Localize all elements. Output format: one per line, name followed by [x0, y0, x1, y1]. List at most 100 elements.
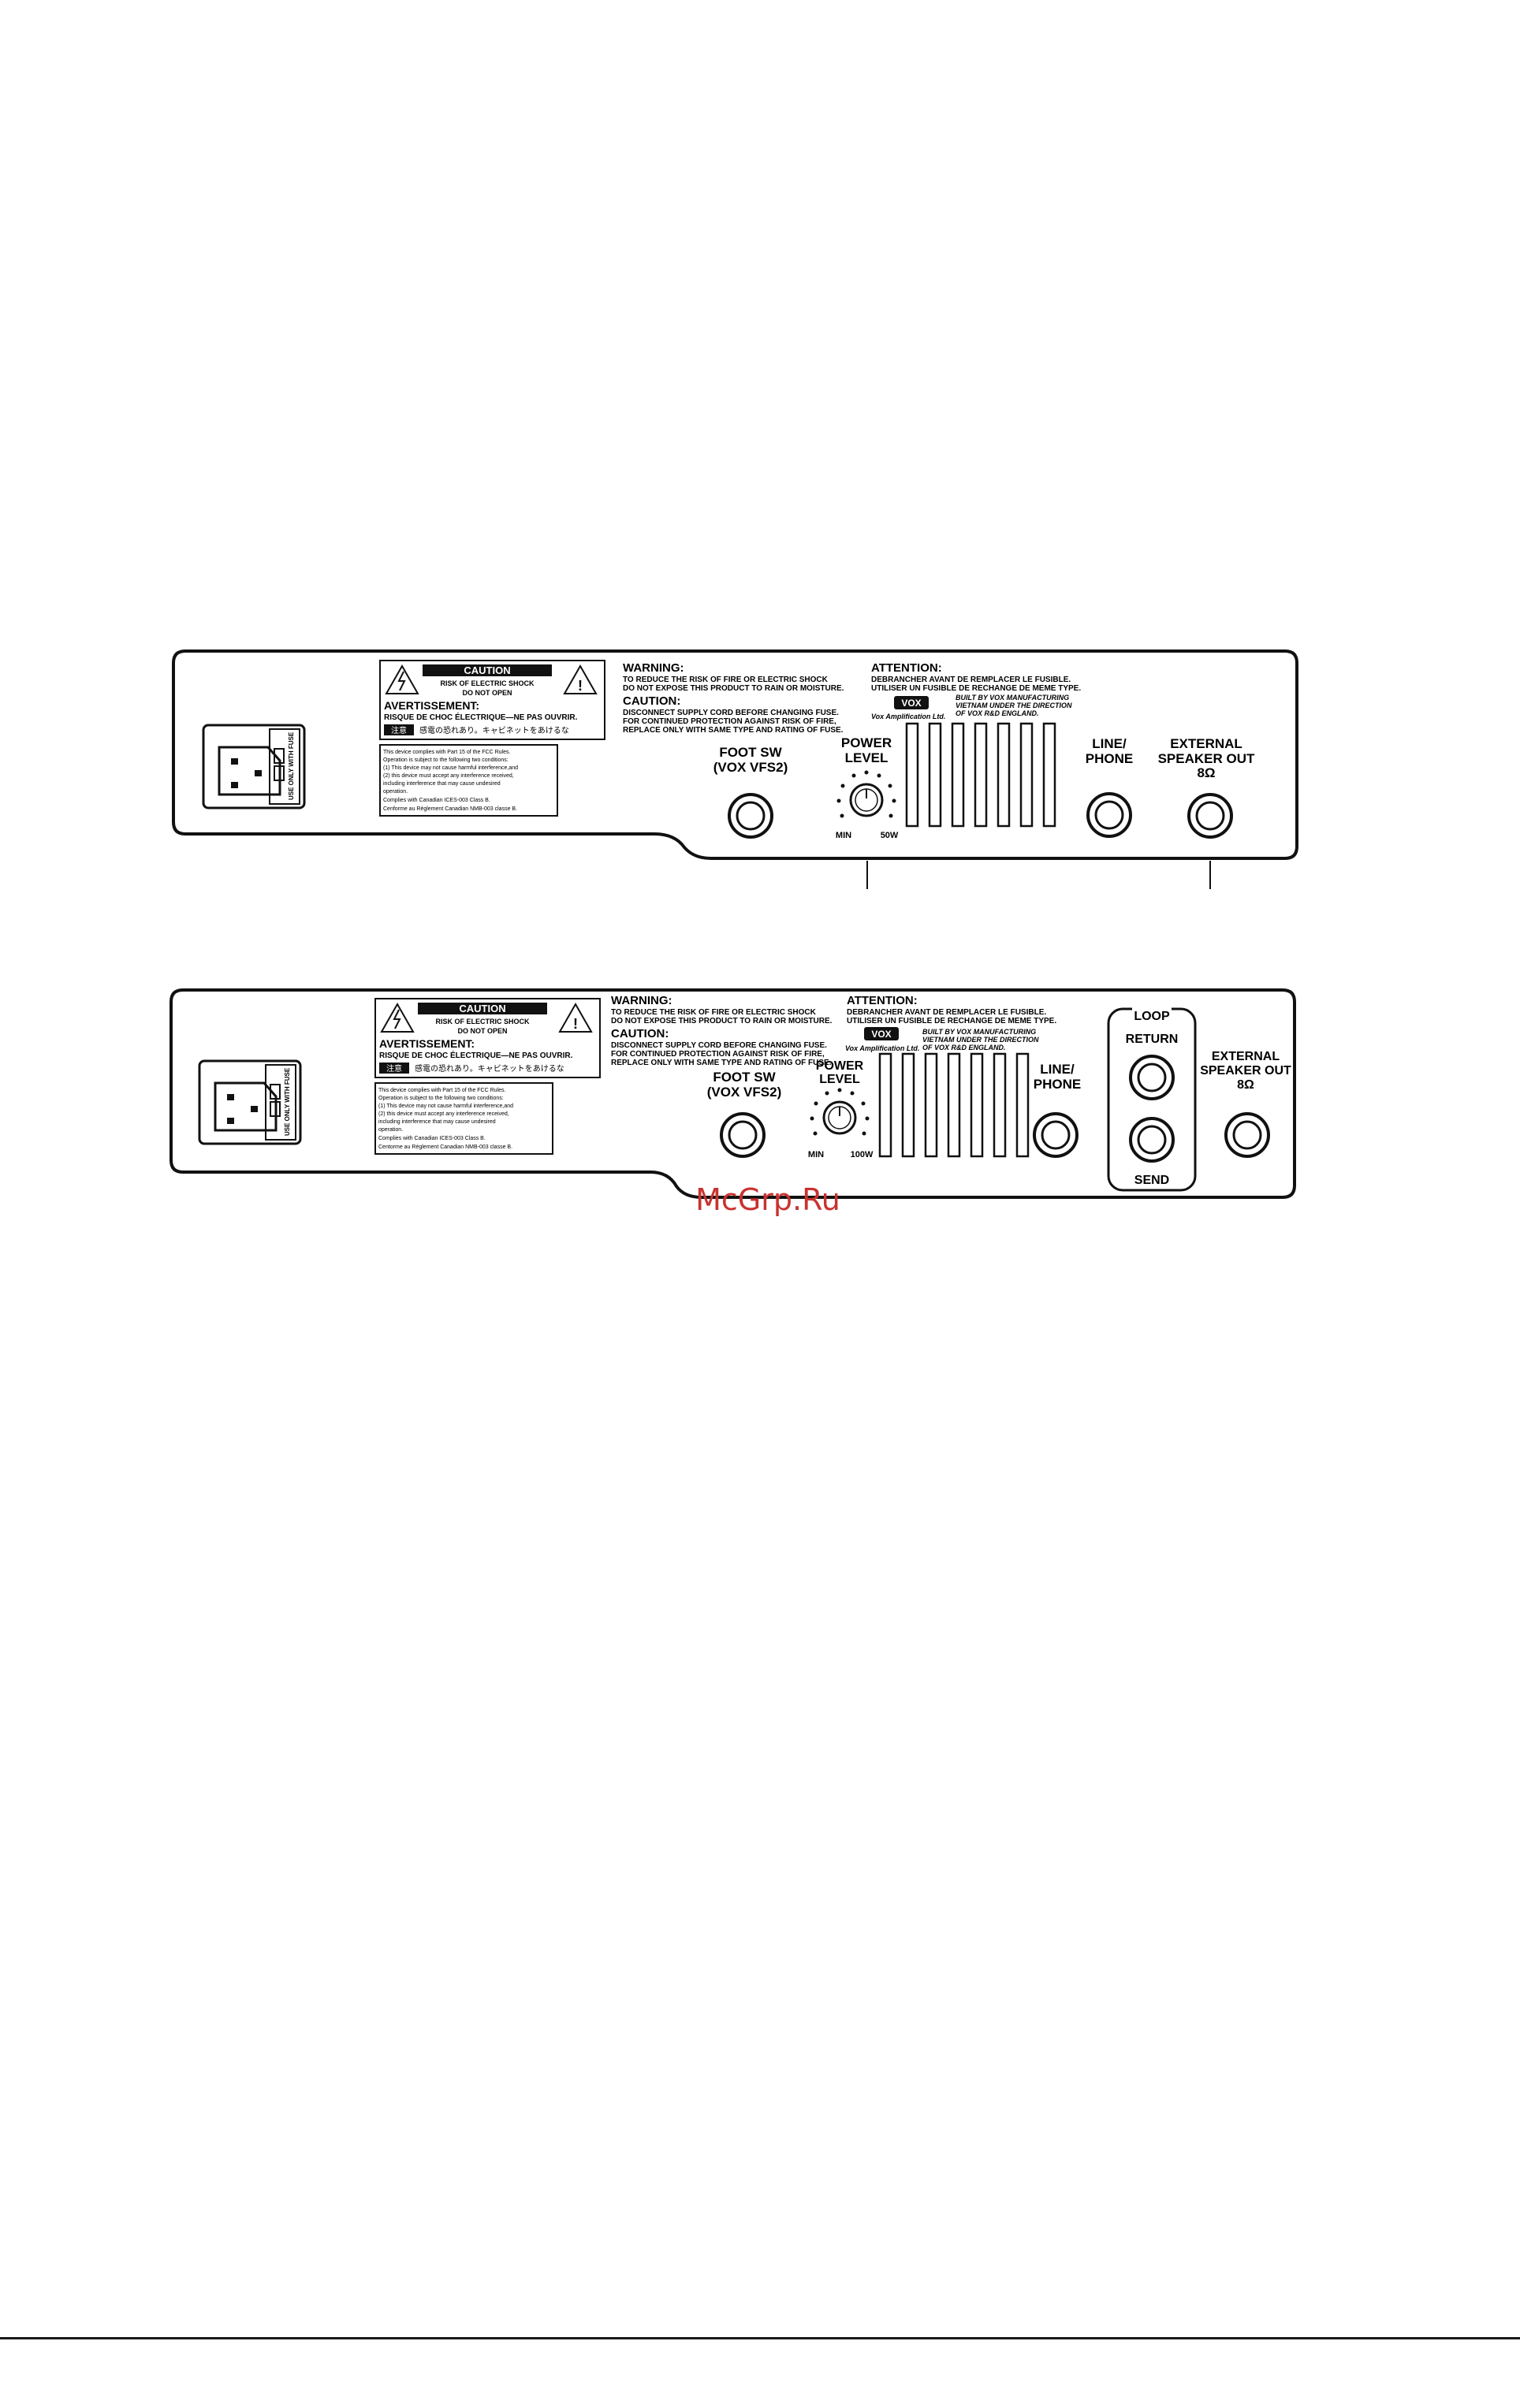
fuse-label: USE ONLY WITH FUSE — [284, 1067, 291, 1136]
external-speaker-jack[interactable]: EXTERNAL SPEAKER OUT 8Ω — [1158, 736, 1255, 839]
attention-title: ATTENTION: — [847, 994, 918, 1007]
panel-top-outline — [172, 649, 1298, 860]
watermark: McGrp.Ru — [695, 1182, 840, 1217]
built-line: BUILT BY VOX MANUFACTURING — [956, 694, 1069, 702]
company-name: Vox Amplification Ltd. — [871, 713, 945, 720]
avertissement-title: AVERTISSEMENT: — [384, 699, 479, 712]
fcc-line: Complies with Canadian ICES-003 Class B. — [383, 798, 490, 803]
fcc-line: including interference that may cause un… — [383, 781, 501, 787]
built-line: OF VOX R&D ENGLAND. — [922, 1044, 1006, 1051]
caution-subtitle: CAUTION: — [611, 1027, 669, 1040]
caution-title: CAUTION — [464, 664, 510, 676]
level-label: LEVEL — [819, 1073, 860, 1086]
built-line: BUILT BY VOX MANUFACTURING — [922, 1028, 1036, 1036]
power-label: POWER — [841, 735, 892, 750]
attention-line: UTILISER UN FUSIBLE DE RECHANGE DE MEME … — [871, 684, 1081, 693]
warning-title: WARNING: — [623, 661, 684, 675]
phone-label: PHONE — [1034, 1077, 1081, 1092]
fcc-line: Operation is subject to the following tw… — [383, 757, 509, 763]
fcc-line: including interference that may cause un… — [378, 1119, 496, 1125]
rear-panel-bottom: USE ONLY WITH FUSE CAUTION RISK OF ELECT… — [170, 988, 1296, 1199]
power-inlet[interactable]: USE ONLY WITH FUSE — [198, 1059, 302, 1145]
loop-return-label: RETURN — [1126, 1033, 1179, 1046]
built-line: VIETNAM UNDER THE DIRECTION — [922, 1036, 1039, 1044]
caution-label: CAUTION RISK OF ELECTRIC SHOCK DO NOT OP… — [374, 998, 601, 1078]
warning-line: TO REDUCE THE RISK OF FIRE OR ELECTRIC S… — [623, 676, 829, 684]
warning-text: WARNING: TO REDUCE THE RISK OF FIRE OR E… — [623, 661, 844, 735]
caution-line1: RISK OF ELECTRIC SHOCK — [435, 1018, 530, 1025]
fcc-line: (2) this device must accept any interfer… — [378, 1111, 509, 1117]
external-speaker-jack[interactable]: EXTERNAL SPEAKER OUT 8Ω — [1200, 1050, 1291, 1158]
vent-grille — [878, 1052, 1030, 1158]
avertissement-line: RISQUE DE CHOC ÉLECTRIQUE—NE PAS OUVRIR. — [384, 712, 578, 722]
attention-line: DEBRANCHER AVANT DE REMPLACER LE FUSIBLE… — [871, 676, 1071, 684]
foot-switch-jack[interactable]: FOOT SW (VOX VFS2) — [713, 745, 788, 839]
fcc-line: operation. — [378, 1127, 403, 1133]
vent-grille — [905, 722, 1056, 828]
caution-line: DISCONNECT SUPPLY CORD BEFORE CHANGING F… — [623, 709, 839, 717]
line-phone-jack[interactable]: LINE/ PHONE — [1086, 736, 1133, 838]
fcc-line: (2) this device must accept any interfer… — [383, 773, 514, 779]
loop-title: LOOP — [1134, 1010, 1170, 1023]
power-max-label: 100W — [851, 1150, 874, 1159]
caution-line2: DO NOT OPEN — [457, 1027, 507, 1035]
attention-text: ATTENTION: DEBRANCHER AVANT DE REMPLACER… — [871, 661, 1081, 720]
external-label: EXTERNAL — [1170, 736, 1242, 751]
avertissement-title: AVERTISSEMENT: — [379, 1037, 475, 1050]
fcc-line: Cenforme au Règlement Canadian NMB-003 c… — [383, 806, 517, 812]
shock-warning-icon — [385, 664, 419, 694]
fcc-notice: This device complies with Part 15 of the… — [374, 1082, 553, 1155]
attention-line: DEBRANCHER AVANT DE REMPLACER LE FUSIBLE… — [847, 1008, 1046, 1017]
line-phone-jack[interactable]: LINE/ PHONE — [1033, 1062, 1081, 1158]
scale-dots — [836, 770, 896, 818]
power-label: POWER — [816, 1059, 864, 1073]
japanese-warning: 感電の恐れあり。キャビネットをあけるな — [419, 725, 569, 735]
shock-warning-icon — [380, 1002, 415, 1033]
attention-line: UTILISER UN FUSIBLE DE RECHANGE DE MEME … — [847, 1017, 1056, 1025]
power-max-label: 50W — [881, 831, 899, 840]
vox-logo-text: VOX — [901, 698, 921, 709]
phone-label: PHONE — [1086, 751, 1133, 766]
foot-sw-sublabel: (VOX VFS2) — [713, 760, 788, 775]
svg-text:!: ! — [573, 1016, 578, 1032]
warning-line: DO NOT EXPOSE THIS PRODUCT TO RAIN OR MO… — [611, 1017, 833, 1025]
foot-switch-jack[interactable]: FOOT SW (VOX VFS2) — [707, 1070, 781, 1158]
warning-line: TO REDUCE THE RISK OF FIRE OR ELECTRIC S… — [611, 1008, 817, 1017]
impedance-label: 8Ω — [1197, 765, 1215, 780]
rear-panel-top: USE ONLY WITH FUSE CAUTION RISK OF ELECT… — [172, 649, 1298, 889]
fcc-line: operation. — [383, 789, 408, 795]
footer-rule — [0, 2337, 1520, 2339]
power-level-knob[interactable]: POWER LEVEL MIN 100W — [808, 1059, 874, 1159]
loop-return-jack[interactable] — [1129, 1055, 1175, 1100]
fcc-line: This device complies with Part 15 of the… — [383, 750, 511, 755]
foot-sw-label: FOOT SW — [713, 1070, 776, 1085]
japanese-warning: 感電の恐れあり。キャビネットをあけるな — [415, 1063, 564, 1074]
japanese-box-label: 注意 — [391, 725, 407, 735]
level-label: LEVEL — [845, 750, 889, 765]
line-label: LINE/ — [1040, 1062, 1075, 1077]
warning-text: WARNING: TO REDUCE THE RISK OF FIRE OR E… — [611, 994, 833, 1067]
fcc-line: Centorme au Règlement Canadian NMB-003 c… — [378, 1144, 512, 1150]
foot-sw-label: FOOT SW — [719, 745, 782, 760]
speaker-out-label: SPEAKER OUT — [1200, 1064, 1291, 1077]
built-line: OF VOX R&D ENGLAND. — [956, 709, 1039, 717]
speaker-out-label: SPEAKER OUT — [1158, 751, 1255, 766]
fcc-line: This device complies with Part 15 of the… — [378, 1088, 506, 1093]
power-level-knob[interactable]: POWER LEVEL MIN 50W — [836, 735, 899, 840]
power-min-label: MIN — [836, 831, 851, 840]
exclamation-warning-icon — [563, 664, 598, 694]
avertissement-line: RISQUE DE CHOC ÉLECTRIQUE—NE PAS OUVRIR. — [379, 1050, 573, 1060]
caution-label: CAUTION RISK OF ELECTRIC SHOCK DO NOT OP… — [379, 660, 605, 740]
caution-line1: RISK OF ELECTRIC SHOCK — [440, 679, 535, 687]
loop-send-jack[interactable] — [1129, 1117, 1175, 1163]
line-label: LINE/ — [1092, 736, 1127, 751]
japanese-box-label: 注意 — [386, 1063, 402, 1074]
effects-loop: LOOP RETURN SEND — [1107, 1007, 1197, 1192]
warning-title: WARNING: — [611, 994, 672, 1007]
company-name: Vox Amplification Ltd. — [845, 1044, 919, 1052]
power-inlet[interactable]: USE ONLY WITH FUSE — [202, 724, 306, 809]
svg-text:!: ! — [578, 678, 583, 694]
caution-line: REPLACE ONLY WITH SAME TYPE AND RATING O… — [623, 726, 844, 735]
fcc-line: (1) This device may not cause harmful in… — [383, 765, 518, 771]
